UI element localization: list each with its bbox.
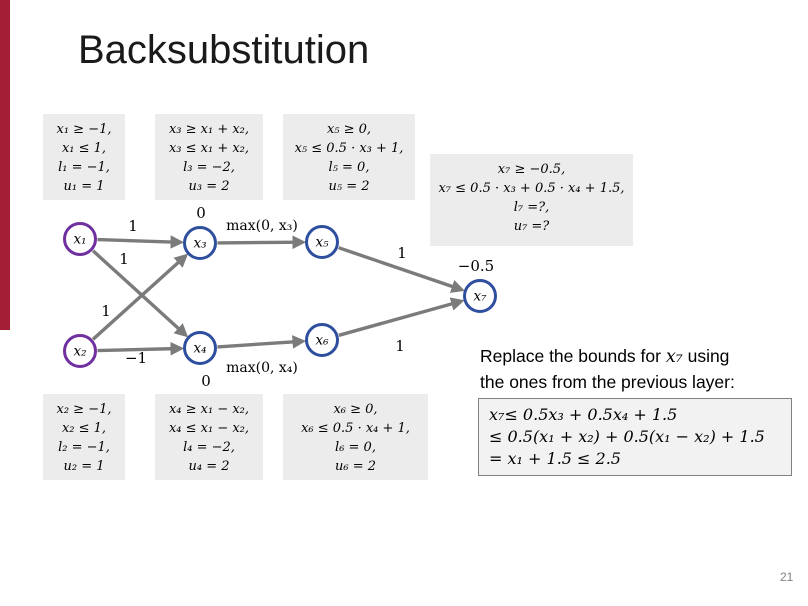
constraint-line: x₆ ≤ 0.5 · x₄ + 1, xyxy=(301,421,410,436)
edge-weight-x1-x3: 1 xyxy=(128,217,138,235)
node-circle-x6 xyxy=(305,323,339,357)
edge-weight-x1-x4: 1 xyxy=(119,250,129,268)
node-label-x6: x₆ xyxy=(315,333,329,349)
slide-title: Backsubstitution xyxy=(78,28,370,72)
constraint-line: l₆ = 0, xyxy=(335,440,376,455)
constraint-line: x₃ ≤ x₁ + x₂, xyxy=(168,141,250,156)
constraint-box-x7: x₇ ≥ −0.5, x₇ ≤ 0.5 · x₃ + 0.5 · x₄ + 1.… xyxy=(430,154,633,246)
derivation-line: = x₁ + 1.5 ≤ 2.5 xyxy=(489,449,621,468)
constraint-line: l₅ = 0, xyxy=(328,160,370,175)
instruction-prefix: Replace the bounds for xyxy=(480,346,666,366)
edge-x4-x6 xyxy=(217,335,307,349)
constraint-line: u₆ = 2 xyxy=(334,459,376,474)
instruction-math-var: x₇ xyxy=(665,347,683,367)
constraint-line: x₅ ≤ 0.5 · x₃ + 1, xyxy=(294,141,404,156)
constraint-line: x₂ ≤ 1, xyxy=(61,421,107,436)
constraint-line: u₂ = 1 xyxy=(63,459,105,474)
node-label-x5: x₅ xyxy=(315,235,329,251)
node-label-x4: x₄ xyxy=(193,341,206,357)
constraint-line: x₁ ≥ −1, xyxy=(56,122,112,137)
accent-bar xyxy=(0,0,10,330)
constraint-line: u₄ = 2 xyxy=(188,459,230,474)
constraint-line: x₂ ≥ −1, xyxy=(56,402,112,417)
derivation-box: x₇≤ 0.5x₃ + 0.5x₄ + 1.5 ≤ 0.5(x₁ + x₂) +… xyxy=(478,398,792,476)
derivation-line: ≤ 0.5(x₁ + x₂) + 0.5(x₁ − x₂) + 1.5 xyxy=(489,427,765,446)
network-edges xyxy=(91,235,465,356)
constraint-line: u₃ = 2 xyxy=(188,179,230,194)
node-x5: x₅ xyxy=(305,225,339,259)
edge-weight-x2-x3: 1 xyxy=(101,302,111,320)
node-label-x1: x₁ xyxy=(73,232,86,248)
edge-weight-x6-x7: 1 xyxy=(395,337,405,355)
constraint-line: x₇ ≤ 0.5 · x₃ + 0.5 · x₄ + 1.5, xyxy=(438,181,625,196)
node-circle-x4 xyxy=(183,331,217,365)
edge-x1-x4 xyxy=(91,249,189,338)
node-x2: x₂ xyxy=(63,334,97,368)
bias-label-x7: −0.5 xyxy=(458,257,494,275)
constraint-line: l₁ = −1, xyxy=(58,160,110,175)
page-number: 21 xyxy=(780,570,794,584)
node-x7: x₇ xyxy=(463,279,497,313)
edge-x6-x7 xyxy=(338,297,465,337)
constraint-box-x2: x₂ ≥ −1, x₂ ≤ 1, l₂ = −1, u₂ = 1 xyxy=(43,394,125,480)
edge-x3-x5 xyxy=(217,235,307,250)
constraint-box-x6: x₆ ≥ 0, x₆ ≤ 0.5 · x₄ + 1, l₆ = 0, u₆ = … xyxy=(283,394,428,480)
constraint-line: x₄ ≤ x₁ − x₂, xyxy=(168,421,250,436)
instruction-line-1: Replace the bounds for x₇ using xyxy=(480,344,735,370)
node-circle-x7 xyxy=(463,279,497,313)
constraint-line: u₁ = 1 xyxy=(63,179,105,194)
relu-label-x3: max(0, x₃) xyxy=(226,218,298,234)
node-x1: x₁ xyxy=(63,222,97,256)
instruction-suffix: using xyxy=(682,346,730,366)
constraint-line: l₇ =?, xyxy=(513,200,550,215)
node-label-x7: x₇ xyxy=(473,289,487,305)
constraint-line: x₄ ≥ x₁ − x₂, xyxy=(168,402,250,417)
bias-label-x3: 0 xyxy=(196,204,206,222)
constraint-line: x₆ ≥ 0, xyxy=(333,402,378,417)
node-circle-x1 xyxy=(63,222,97,256)
constraint-line: u₅ = 2 xyxy=(328,179,370,194)
node-x4: x₄ xyxy=(183,331,217,365)
instruction-line-2: the ones from the previous layer: xyxy=(480,372,735,392)
constraint-line: x₇ ≥ −0.5, xyxy=(497,162,566,177)
edge-x2-x4 xyxy=(97,341,185,356)
instruction-text: Replace the bounds for x₇ using the ones… xyxy=(480,344,735,395)
node-label-x2: x₂ xyxy=(73,344,86,360)
node-label-x3: x₃ xyxy=(193,236,206,252)
constraint-line: x₁ ≤ 1, xyxy=(61,141,107,156)
constraint-box-x3: x₃ ≥ x₁ + x₂, x₃ ≤ x₁ + x₂, l₃ = −2, u₃ … xyxy=(155,114,263,200)
node-circle-x2 xyxy=(63,334,97,368)
constraint-line: l₃ = −2, xyxy=(183,160,235,175)
node-x6: x₆ xyxy=(305,323,339,357)
constraint-line: x₅ ≥ 0, xyxy=(326,122,372,137)
network-edge-labels: 1 1 1 −1 0 max(0, x₃) 0 max(0, x₄) 1 1 −… xyxy=(101,204,494,390)
edge-x5-x7 xyxy=(338,246,465,293)
constraint-box-x1: x₁ ≥ −1, x₁ ≤ 1, l₁ = −1, u₁ = 1 xyxy=(43,114,125,200)
edge-weight-x2-x4: −1 xyxy=(125,349,147,367)
network-nodes: x₁ x₂ x₃ x₄ x₅ x₆ xyxy=(63,222,497,368)
node-circle-x5 xyxy=(305,225,339,259)
constraint-line: x₃ ≥ x₁ + x₂, xyxy=(168,122,250,137)
constraint-line: u₇ =? xyxy=(513,219,550,234)
relu-label-x4: max(0, x₄) xyxy=(226,360,298,376)
constraint-line: l₄ = −2, xyxy=(183,440,235,455)
constraint-line: l₂ = −1, xyxy=(58,440,110,455)
node-x3: x₃ xyxy=(183,226,217,260)
edge-weight-x5-x7: 1 xyxy=(397,244,407,262)
derivation-line: x₇≤ 0.5x₃ + 0.5x₄ + 1.5 xyxy=(489,405,678,424)
constraint-box-x5: x₅ ≥ 0, x₅ ≤ 0.5 · x₃ + 1, l₅ = 0, u₅ = … xyxy=(283,114,415,200)
edge-x2-x3 xyxy=(91,253,189,341)
constraint-box-x4: x₄ ≥ x₁ − x₂, x₄ ≤ x₁ − x₂, l₄ = −2, u₄ … xyxy=(155,394,263,480)
node-circle-x3 xyxy=(183,226,217,260)
bias-label-x4: 0 xyxy=(201,372,211,390)
edge-x1-x3 xyxy=(97,235,185,249)
